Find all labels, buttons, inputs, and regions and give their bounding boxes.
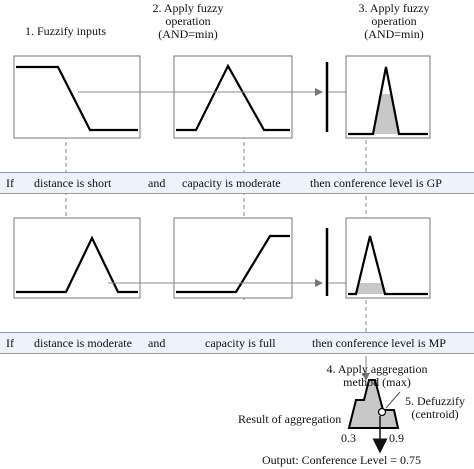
rule-2-antecedent-capacity: capacity is full: [205, 336, 276, 350]
rule-2: If distance is moderate and capacity is …: [0, 332, 474, 354]
plot-r2-capacity: [173, 217, 293, 299]
rule-2-consequent: then conference level is MP: [312, 336, 446, 350]
plot-r2-distance: [13, 217, 141, 299]
mf-distance-moderate: [16, 235, 138, 294]
step-apply-operator-label: 2. Apply fuzzy operation (AND=min): [152, 1, 224, 41]
rule-2-if: If: [6, 336, 14, 350]
rule-1-antecedent-capacity: capacity is moderate: [182, 176, 281, 190]
step-defuzzify-label: 5. Defuzzify (centroid): [405, 394, 465, 421]
rule-1-connector: and: [148, 176, 166, 190]
plot-r1-distance: [13, 55, 141, 139]
step-apply-implication-label: 3. Apply fuzzy operation (AND=min): [358, 1, 430, 41]
mf-capacity-full: [176, 234, 290, 294]
clipped-region-r2: [356, 283, 385, 294]
plot-r1-capacity: [173, 55, 293, 139]
mf-output-gp: [348, 66, 428, 136]
mf-output-mp: [348, 235, 428, 296]
rule-1-consequent: then conference level is GP: [310, 176, 442, 190]
rule-1: If distance is short and capacity is mod…: [0, 172, 474, 194]
rule-1-if: If: [6, 176, 14, 190]
step-fuzzify-label: 1. Fuzzify inputs: [25, 24, 106, 38]
aggregation-x-left: 0.3: [341, 431, 356, 445]
aggregated-output-shape: [347, 379, 400, 429]
rule-1-antecedent-distance: distance is short: [34, 176, 112, 190]
rule-2-connector: and: [148, 336, 166, 350]
aggregation-x-right: 0.9: [389, 431, 404, 445]
step-aggregation-label: 4. Apply aggregation method (max): [326, 362, 428, 389]
mf-distance-short: [16, 65, 138, 132]
output-label: Output: Conference Level = 0.75: [262, 453, 422, 467]
defuzzify-pointer: [385, 391, 401, 409]
mf-capacity-moderate: [176, 63, 290, 132]
aggregation-result-label: Result of aggregation: [238, 412, 342, 426]
rule-2-antecedent-distance: distance is moderate: [34, 336, 132, 350]
centroid-point: [377, 407, 387, 417]
